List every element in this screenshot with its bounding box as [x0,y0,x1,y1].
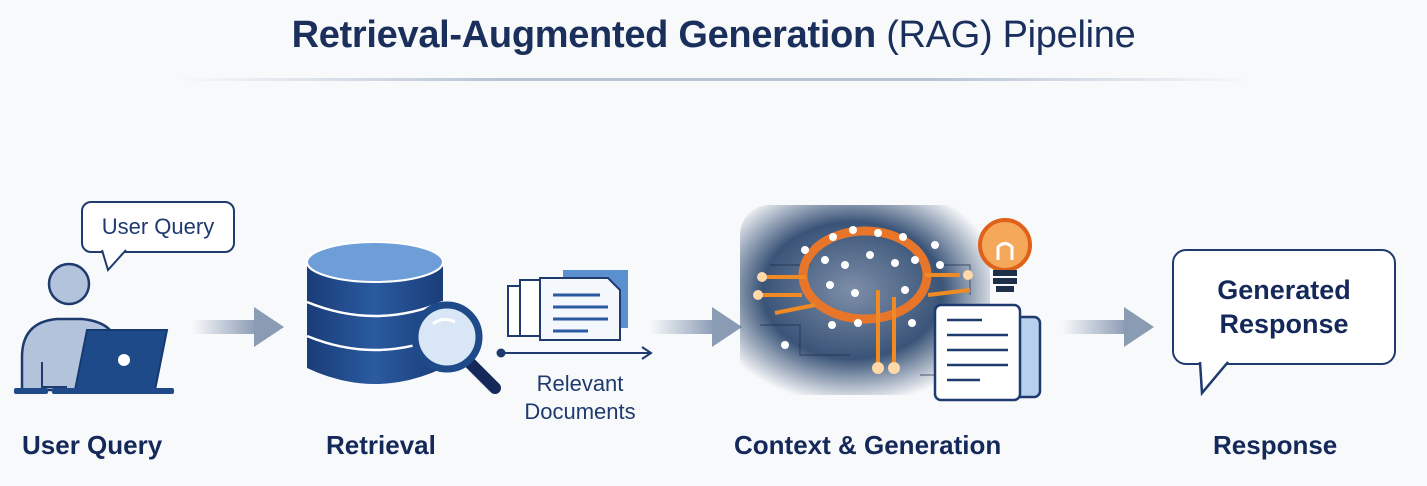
speech-bubble-icon [1198,359,1229,397]
user-query-bubble: User Query [81,201,235,253]
ai-brain-circuit-icon [740,205,1042,402]
lightbulb-icon [978,218,1032,292]
stage-label-response: Response [1213,430,1338,460]
relevant-documents-line1: Relevant [536,371,624,396]
stage-label-retrieval: Retrieval [326,430,436,460]
stage-label-user-query: User Query [22,430,163,460]
title-bold: Retrieval-Augmented Generation [291,14,877,56]
title-divider [175,78,1255,81]
generated-response-line1: Generated [1217,275,1351,305]
user-laptop-icon [14,262,174,394]
arrow-right-icon [192,307,284,347]
database-search-icon [306,241,501,394]
generated-response-bubble: Generated Response [1172,249,1396,365]
stage-label-context-generation: Context & Generation [734,430,1002,460]
relevant-documents-label: Relevant Documents [505,370,655,426]
documents-icon [507,270,628,341]
document-icon [933,303,1042,402]
arrow-right-icon [650,307,742,347]
title-regular: (RAG) Pipeline [886,14,1136,56]
documents-flow-arrow-icon [496,346,653,360]
arrow-right-icon [1062,307,1154,347]
page-title: Retrieval-Augmented Generation (RAG) Pip… [0,14,1427,57]
user-query-bubble-text: User Query [101,214,215,239]
bubble-tail-icon [101,248,127,272]
relevant-documents-line2: Documents [524,399,636,424]
generated-response-line2: Response [1219,309,1349,339]
